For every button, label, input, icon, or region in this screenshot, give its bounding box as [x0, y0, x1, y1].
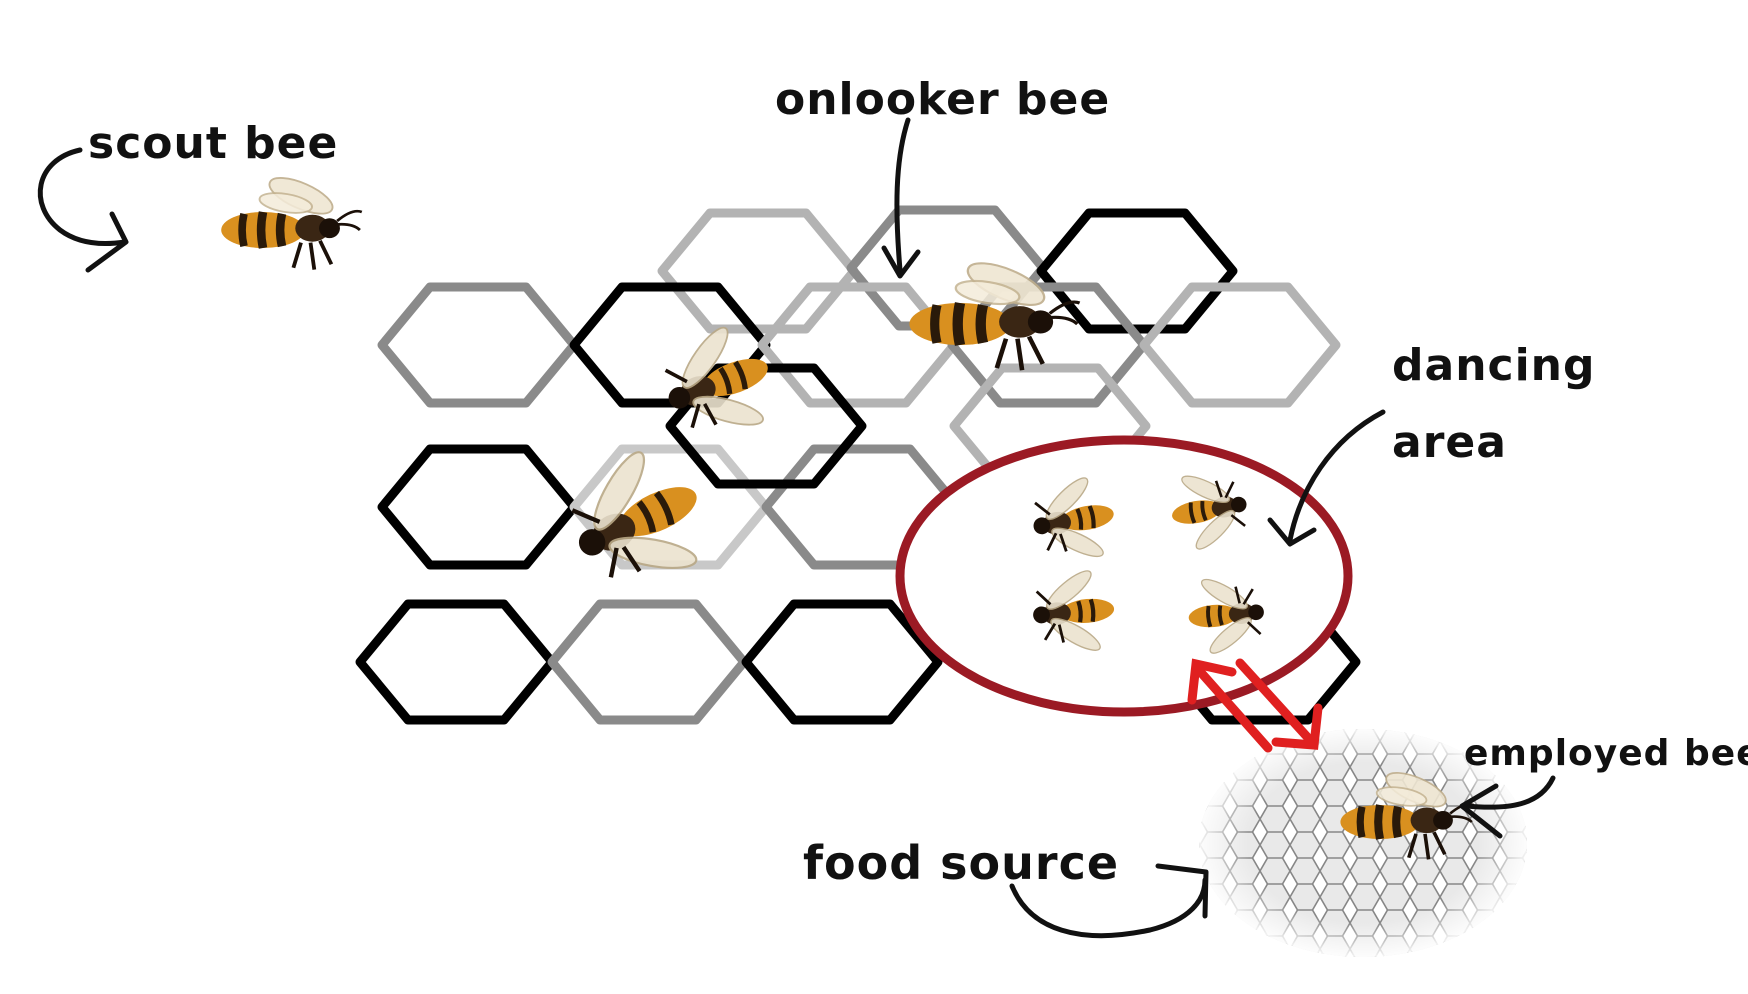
arrow-icon [1155, 863, 1209, 919]
arrow-icon [1459, 783, 1503, 839]
onlooker-pointer-arrow [894, 117, 911, 273]
honeycomb-cell [360, 604, 552, 720]
exchange-arrows [1187, 658, 1323, 753]
arrow-icon [1192, 663, 1273, 753]
honeycomb-cell [1144, 287, 1336, 403]
arrow-icon [1187, 658, 1237, 705]
arrow-icon [1267, 517, 1317, 547]
food-source-patch [1199, 729, 1527, 957]
honeycomb-cell [662, 213, 854, 329]
arrow-icon [881, 245, 921, 279]
arrow-icon [85, 211, 129, 273]
dancing-area [895, 435, 1353, 717]
employed-bee-label: employed bee [1464, 733, 1748, 774]
honeycomb-cell [552, 604, 744, 720]
dancing-pointer-arrow [1287, 409, 1386, 543]
dancing-area-circle [895, 435, 1353, 717]
honeycomb-cell [762, 287, 954, 403]
food-pointer-arrow [1009, 877, 1208, 939]
honeycomb-cell [382, 449, 574, 565]
scout-bee-label: scout bee [88, 118, 339, 169]
food-source-label: food source [803, 836, 1120, 890]
arrow-icon [1271, 703, 1323, 750]
employed-pointer-arrow [1463, 775, 1556, 810]
onlooker-bee [909, 255, 1079, 370]
honeycomb-cell [1041, 213, 1233, 329]
dancing-area-label-line2: area [1392, 417, 1507, 468]
onlooker-bee-label: onlooker bee [775, 74, 1111, 125]
arrow-icon [1235, 658, 1315, 745]
scout-bee [221, 171, 362, 270]
honeycomb-cell [382, 287, 574, 403]
scout-pointer-arrow [37, 147, 128, 247]
dancing-area-label-line1: dancing [1392, 340, 1596, 391]
